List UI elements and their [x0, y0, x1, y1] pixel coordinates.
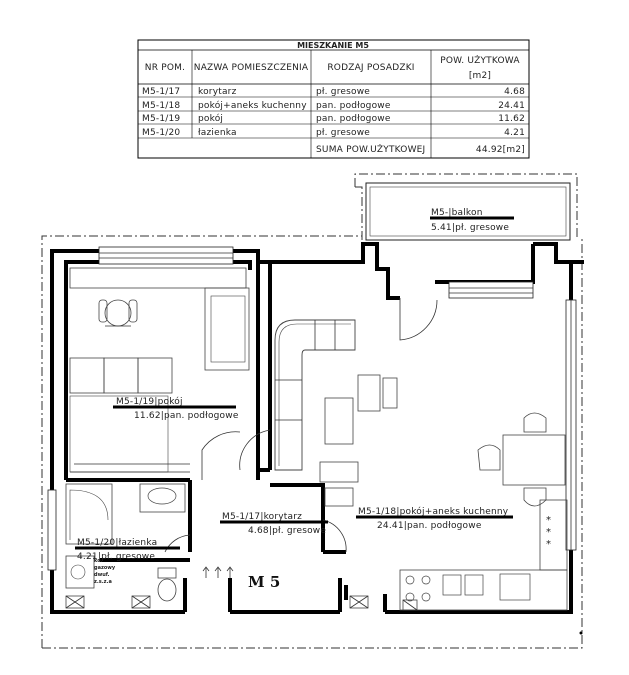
washbasin-icon [139, 483, 186, 513]
row-nr: M5-1/20 [142, 128, 180, 138]
row-nr: M5-1/19 [142, 114, 180, 124]
svg-text:11.62|pan. podłogowe: 11.62|pan. podłogowe [134, 411, 239, 421]
svg-text:M5-1/17|korytarz: M5-1/17|korytarz [222, 512, 302, 522]
header-name: NAZWA POMIESZCZENIA [194, 63, 309, 73]
desk-chair-icon [98, 299, 138, 327]
kitchen-sink-icon [442, 574, 484, 596]
apartment-label: M 5 [248, 573, 280, 591]
svg-text:24.41|pan. podłogowe: 24.41|pan. podłogowe [377, 521, 482, 531]
chair-icon [523, 412, 547, 433]
svg-text:dwuf.: dwuf. [94, 572, 110, 578]
windows [47, 246, 577, 571]
row-area: 4.68 [504, 87, 525, 97]
outline-dashed [41, 173, 583, 649]
chair-icon [523, 487, 547, 507]
bathroom-furniture [65, 483, 418, 611]
table-title: MIESZKANIE M5 [297, 41, 369, 50]
room-label-pokoj: M5-1/19|pokój 11.62|pan. podłogowe [113, 396, 239, 421]
entrance-arrows-icon [202, 566, 234, 578]
svg-text:*: * [546, 515, 551, 526]
row-area: 11.62 [498, 114, 525, 124]
header-nr: NR POM. [145, 63, 185, 73]
svg-text:*: * [546, 539, 551, 550]
svg-text:M5-1/18|pokój+aneks kuchenny: M5-1/18|pokój+aneks kuchenny [358, 506, 509, 517]
table-row: M5-1/19 pokój pan. podłogowe 11.62 [142, 113, 525, 124]
row-floor: pł. gresowe [316, 87, 370, 97]
row-floor: pan. podłogowe [316, 114, 391, 124]
row-area: 24.41 [498, 101, 525, 111]
room-label-korytarz: M5-1/17|korytarz 4.68|pł. gresowe [220, 512, 328, 536]
toilet-icon [157, 567, 177, 602]
svg-text:4.68|pł. gresowe: 4.68|pł. gresowe [248, 526, 326, 536]
row-name: pokój+aneks kuchenny [198, 100, 307, 111]
svg-text:4.21|pł. gresowe: 4.21|pł. gresowe [77, 552, 155, 562]
balcony [365, 182, 571, 241]
row-floor: pan. podłogowe [316, 101, 391, 111]
header-area: POW. UŻYTKOWA [440, 55, 520, 66]
row-nr: M5-1/18 [142, 101, 180, 111]
corner-dot [579, 631, 583, 635]
row-name: pokój [198, 113, 223, 124]
bedroom-furniture [69, 267, 250, 473]
svg-text:z.s.z.a: z.s.z.a [94, 579, 112, 585]
room-schedule-table: MIESZKANIE M5 NR POM. NAZWA POMIESZCZENI… [137, 39, 530, 159]
sum-label: SUMA POW.UŻYTKOWEJ [316, 144, 425, 155]
header-area-unit: [m2] [469, 71, 491, 81]
svg-text:M5-|balkon: M5-|balkon [431, 208, 483, 218]
vent-icon [65, 595, 418, 611]
table-row: M5-1/17 korytarz pł. gresowe 4.68 [142, 87, 525, 97]
row-name: korytarz [198, 87, 237, 97]
room-label-lazienka: M5-1/20|łazienka 4.21|pł. gresowe [75, 538, 180, 562]
sum-value: 44.92[m2] [476, 145, 525, 155]
table-row: M5-1/18 pokój+aneks kuchenny pan. podłog… [142, 100, 525, 111]
svg-text:5.41|pł. gresowe: 5.41|pł. gresowe [431, 223, 509, 233]
svg-text:ko.: ko. [94, 558, 103, 564]
header-floor: RODZAJ POSADZKI [327, 63, 414, 73]
svg-text:M5-1/19|pokój: M5-1/19|pokój [116, 396, 183, 407]
chair-icon [477, 444, 501, 471]
svg-text:*: * [546, 527, 551, 538]
table-row: M5-1/20 łazienka pł. gresowe 4.21 [142, 128, 525, 138]
fridge-marks-icon: * * * [546, 515, 551, 550]
svg-text:M5-1/20|łazienka: M5-1/20|łazienka [77, 538, 157, 548]
cooktop-icon [405, 575, 431, 602]
row-area: 4.21 [504, 128, 525, 138]
row-nr: M5-1/17 [142, 87, 180, 97]
room-label-kuchnia: M5-1/18|pokój+aneks kuchenny 24.41|pan. … [356, 506, 513, 531]
svg-text:gazowy: gazowy [94, 565, 116, 571]
row-floor: pł. gresowe [316, 128, 370, 138]
walls [50, 242, 584, 614]
gas-boiler-note: ko. gazowy dwuf. z.s.z.a [94, 558, 116, 585]
living-furniture: * * * [274, 319, 568, 611]
row-name: łazienka [198, 128, 237, 138]
room-label-balkon: M5-|balkon 5.41|pł. gresowe [430, 208, 514, 233]
